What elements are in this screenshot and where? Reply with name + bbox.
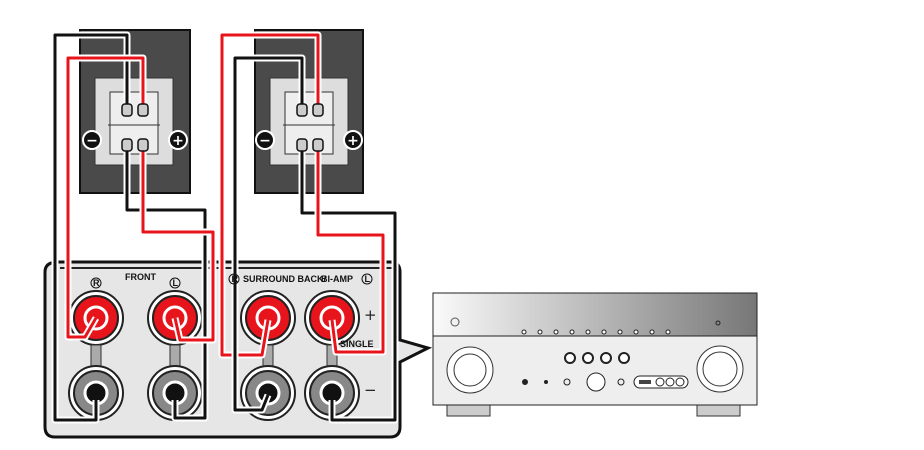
indicator-led — [665, 329, 671, 335]
indicator-led — [649, 329, 655, 335]
front-r-label: R — [93, 278, 100, 288]
indicator-led — [633, 329, 639, 335]
speaker-front-right — [254, 29, 364, 194]
indicator-led — [553, 329, 559, 335]
speaker2-plus-icon: + — [347, 133, 359, 149]
minus-label: − — [364, 381, 377, 399]
black-speaker-wire — [300, 145, 397, 422]
speaker-terminal — [296, 138, 308, 152]
bi-amp-label: BI-AMP — [321, 274, 353, 284]
negative-terminal — [147, 365, 203, 421]
indicator-led — [521, 329, 527, 335]
sb-r-label: R — [232, 274, 239, 284]
speaker1-plus-icon: + — [172, 133, 184, 149]
red-speaker-wire — [316, 145, 385, 354]
red-speaker-wire — [220, 33, 320, 357]
red-speaker-wire — [66, 56, 145, 339]
speaker-terminal — [296, 103, 308, 117]
indicator-led — [569, 329, 575, 335]
front-label: FRONT — [125, 272, 156, 282]
terminal-post — [90, 344, 102, 368]
black-speaker-wire — [233, 56, 304, 412]
black-speaker-wire — [53, 33, 129, 422]
indicator-led — [537, 329, 543, 335]
red-speaker-wire — [141, 145, 215, 342]
terminal-post — [169, 344, 181, 368]
positive-terminal — [304, 290, 360, 346]
speaker-terminal — [137, 103, 149, 117]
single-label: SINGLE — [340, 339, 374, 349]
speaker-front-left — [79, 29, 191, 194]
plus-label: + — [364, 306, 377, 324]
bi-amp-l-label: L — [365, 274, 371, 284]
surround-back-label: SURROUND BACK/ — [243, 274, 326, 284]
speaker-terminal — [137, 138, 149, 152]
speaker1-minus-icon: − — [86, 133, 98, 149]
front-l-label: L — [173, 278, 179, 288]
speaker-terminal — [312, 103, 324, 117]
av-receiver — [432, 292, 758, 417]
indicator-led — [617, 329, 623, 335]
speaker-terminal — [121, 103, 133, 117]
speaker-terminal — [121, 138, 133, 152]
speaker-terminal — [312, 138, 324, 152]
negative-terminal — [304, 365, 360, 421]
indicator-led — [585, 329, 591, 335]
black-speaker-wire — [125, 145, 207, 420]
speaker2-minus-icon: − — [259, 133, 271, 149]
indicator-led — [601, 329, 607, 335]
